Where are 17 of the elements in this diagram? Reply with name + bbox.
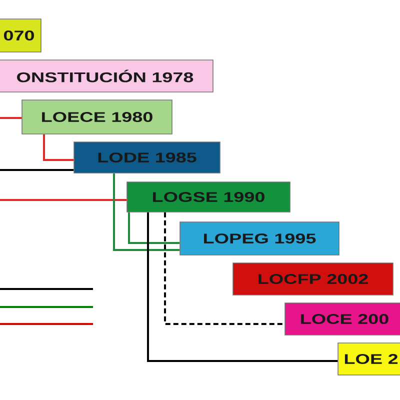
law-box: LOGSE 1990 <box>126 182 290 212</box>
connector-line <box>0 169 74 171</box>
connector-line <box>113 173 180 251</box>
law-box: LOE 2 <box>338 342 400 376</box>
law-box: LOECE 1980 <box>22 100 172 134</box>
law-box: LOCFP 2002 <box>232 262 394 296</box>
connector-line <box>43 134 74 161</box>
connector-line <box>0 199 127 201</box>
law-box: 070 <box>0 18 42 52</box>
law-box: LOCE 200 <box>284 302 400 336</box>
law-box: ONSTITUCIÓN 1978 <box>0 60 214 92</box>
law-box: LODE 1985 <box>74 142 220 174</box>
connector-line <box>164 212 285 325</box>
law-box: LOPEG 1995 <box>180 222 340 256</box>
connector-line <box>147 212 338 362</box>
connector-line <box>128 212 180 244</box>
connector-line <box>0 117 22 119</box>
